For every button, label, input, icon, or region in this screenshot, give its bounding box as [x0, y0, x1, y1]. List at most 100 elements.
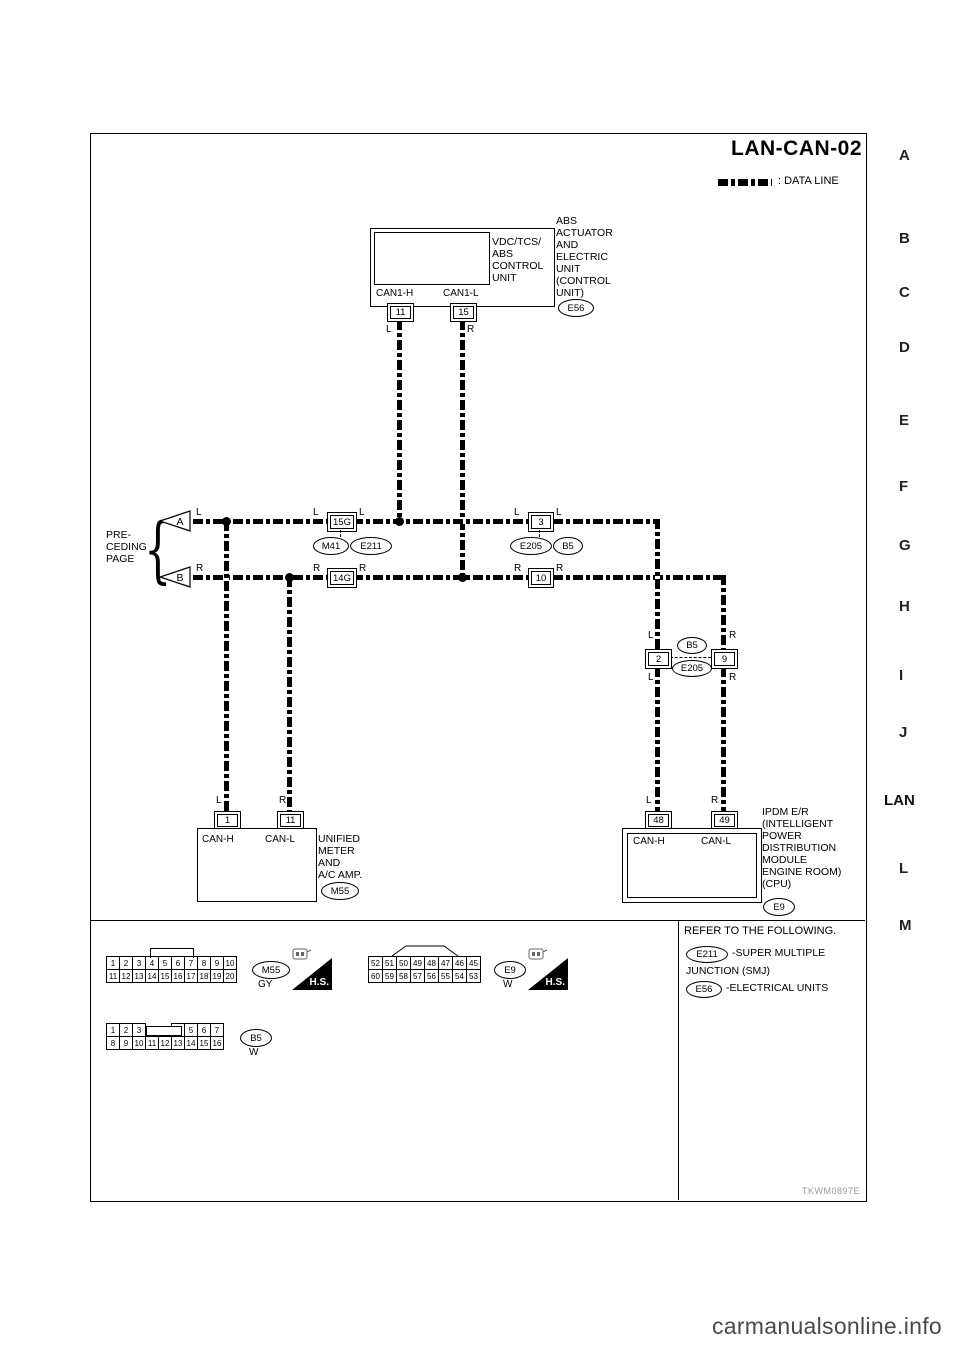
pin-cell: 15	[197, 1036, 211, 1050]
margin-letter-d: D	[899, 339, 910, 356]
pin-cell: 7	[210, 1023, 224, 1037]
data-line-swatch	[718, 179, 772, 186]
connector-10: 10	[528, 568, 554, 588]
margin-letter-a: A	[899, 147, 910, 164]
wire-color-label: R	[729, 630, 737, 641]
pin-cell: 51	[382, 956, 397, 970]
pin-cell: 6	[171, 956, 185, 970]
margin-letter-h: H	[899, 598, 910, 615]
preceding-page-label: PRE- CEDING PAGE	[106, 529, 147, 565]
wire-color-label: L	[648, 630, 654, 641]
section-divider	[90, 920, 865, 921]
pin-cell: 12	[119, 969, 133, 983]
watermark: carmanualsonline.info	[711, 1313, 942, 1339]
connector-split-line	[340, 530, 341, 537]
page-arrow-b: B	[158, 566, 191, 588]
wire-color-label: L	[359, 507, 365, 518]
pin-cell: 11	[145, 1036, 159, 1050]
wire-color-label: R	[556, 563, 564, 574]
junction-dot	[458, 573, 467, 582]
hs-mark: H.S.	[292, 946, 332, 990]
pin-cell: 50	[396, 956, 411, 970]
connector-3: 3	[528, 512, 554, 532]
pin-cell: 14	[145, 969, 159, 983]
pin-cell: 2	[119, 1023, 133, 1037]
connector-9: 9	[711, 649, 738, 669]
connector-ref-b5: B5	[677, 637, 707, 654]
pin-cell: 12	[158, 1036, 172, 1050]
ipdm-unit-inner-box	[627, 833, 757, 898]
wire-color-label: L	[646, 795, 652, 806]
pin-cell: 13	[171, 1036, 185, 1050]
pin-cell: 46	[452, 956, 467, 970]
connector-ref-e56-refer: E56	[686, 981, 722, 998]
bus-can-h	[193, 519, 660, 524]
refer-item-text: -SUPER MULTIPLE	[732, 947, 826, 959]
margin-section-lan: LAN	[884, 792, 915, 809]
pin-cell: 19	[210, 969, 224, 983]
abs-pin-15: 15	[450, 303, 477, 322]
pin-cell: 56	[424, 969, 439, 983]
pin-cell: 10	[132, 1036, 146, 1050]
pin-cell: 49	[410, 956, 425, 970]
data-line-label: : DATA LINE	[778, 175, 839, 187]
wire-color-label: L	[648, 672, 654, 683]
margin-letter-i: I	[899, 667, 904, 684]
ipdm-canl-label: CAN-L	[701, 836, 732, 847]
pin-cell: 18	[197, 969, 211, 983]
pin-cell: 1	[106, 1023, 120, 1037]
section-divider	[678, 920, 679, 1200]
abs-unit-inner-box	[374, 232, 490, 285]
wire-color-label: L	[313, 507, 319, 518]
connector-ref-e211: E211	[350, 537, 392, 555]
margin-letter-c: C	[899, 284, 910, 301]
connector-color-e9: W	[503, 979, 513, 990]
wire-color-label: L	[386, 324, 392, 335]
connector-ref-b5-view: B5	[240, 1029, 272, 1047]
wire-abs-can-h	[397, 320, 402, 525]
wire-color-label: R	[279, 795, 287, 806]
connector-ref-m41: M41	[313, 537, 349, 555]
connector-split-line	[670, 657, 711, 658]
pin-cell: 11	[106, 969, 120, 983]
wire-ipdm-can-l-lower	[721, 667, 726, 811]
margin-letter-l: L	[899, 860, 909, 877]
pin-cell: 59	[382, 969, 397, 983]
junction-dot	[222, 517, 231, 526]
pin-cell: 5	[184, 1023, 198, 1037]
refer-item-text: JUNCTION (SMJ)	[686, 965, 770, 977]
connector-ref-e9-view: E9	[494, 961, 526, 979]
connector-key	[391, 945, 459, 957]
wire-color-label: L	[196, 507, 202, 518]
pin-cell: 16	[171, 969, 185, 983]
svg-text:A: A	[176, 516, 183, 528]
margin-letter-b: B	[899, 230, 910, 247]
connector-ref-b5: B5	[553, 537, 583, 555]
pin-cell: 14	[184, 1036, 198, 1050]
wire-color-label: R	[467, 324, 475, 335]
abs-unit-name: VDC/TCS/ ABS CONTROL UNIT	[492, 236, 544, 284]
abs-pin-11: 11	[387, 303, 414, 322]
pin-cell: 48	[424, 956, 439, 970]
wire-color-label: R	[711, 795, 719, 806]
margin-letter-g: G	[899, 537, 911, 554]
pin-cell: 4	[145, 956, 159, 970]
abs-can1l-label: CAN1-L	[443, 288, 479, 299]
pin-cell: 53	[466, 969, 481, 983]
wire-abs-can-l	[460, 320, 465, 581]
junction-dot	[285, 573, 294, 582]
pin-cell: 3	[132, 1023, 146, 1037]
diagram-frame	[90, 133, 867, 1202]
meter-unit-box	[197, 828, 317, 902]
pin-cell: 9	[210, 956, 224, 970]
wire-color-label: R	[313, 563, 321, 574]
pin-cell: 6	[197, 1023, 211, 1037]
connector-ref-e205: E205	[672, 660, 712, 677]
wire-ipdm-can-l-upper	[721, 575, 726, 649]
meter-canh-label: CAN-H	[202, 834, 234, 845]
connector-view-icon	[528, 948, 548, 960]
